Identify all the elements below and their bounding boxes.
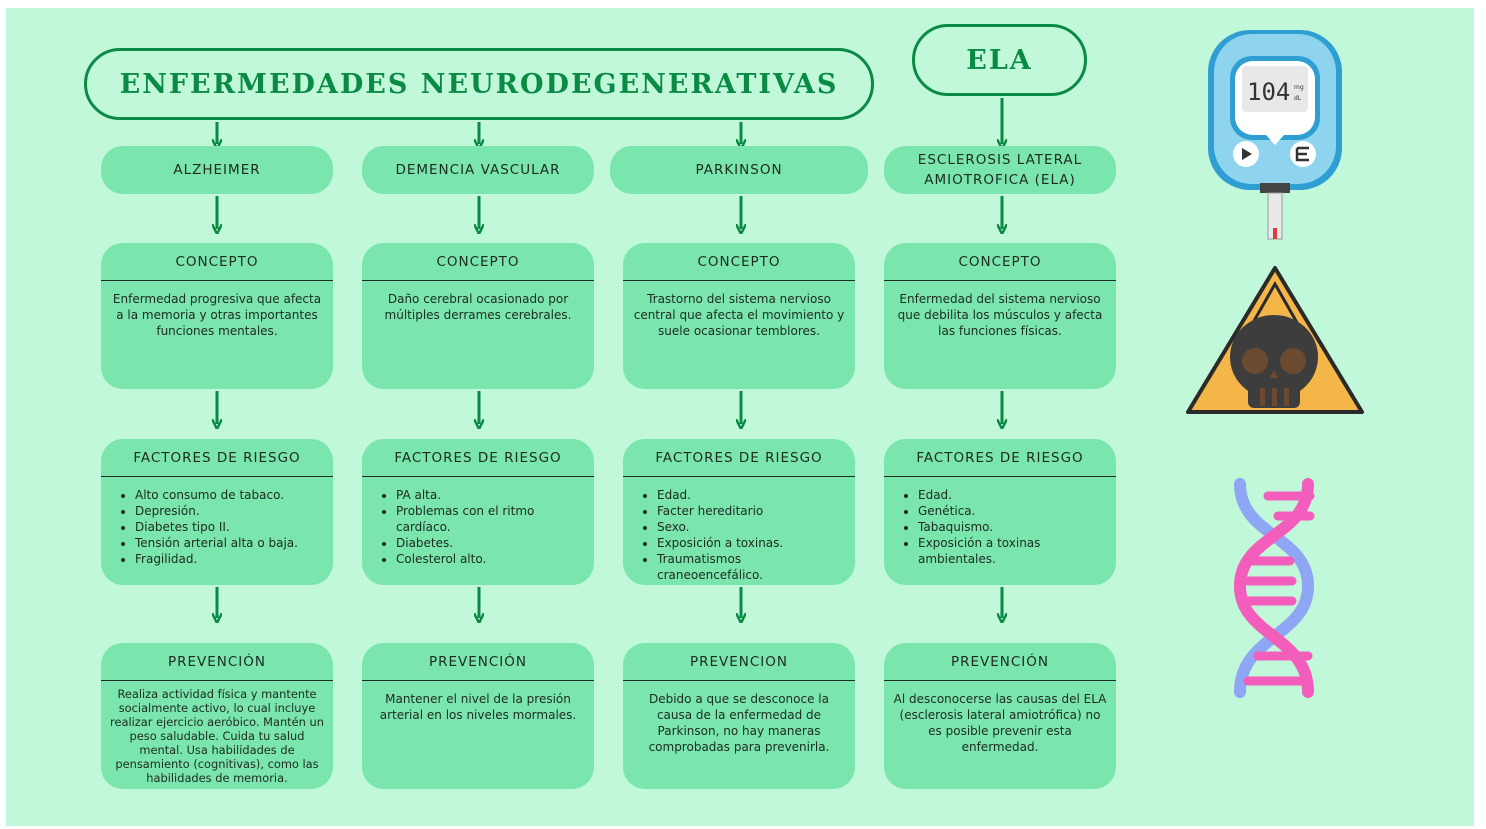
glucometer-icon: 104 mg dL [1208, 30, 1342, 240]
risk-list: PA alta. Problemas con el ritmo cardíaco… [370, 487, 586, 567]
concept-card-ela: CONCEPTO Enfermedad del sistema nervioso… [884, 243, 1116, 389]
disease-name-ela: ESCLEROSIS LATERAL AMIOTROFICA (ELA) [884, 146, 1116, 194]
glucometer-unit-top: mg [1294, 84, 1304, 91]
prevention-card-alzheimer: PREVENCIÓN Realiza actividad física y ma… [101, 643, 333, 789]
risk-list: Edad. Genética. Tabaquismo. Exposición a… [892, 487, 1108, 567]
risk-card-ela: FACTORES DE RIESGO Edad. Genética. Tabaq… [884, 439, 1116, 585]
prevention-title: PREVENCIÓN [101, 643, 333, 681]
risk-item: Tensión arterial alta o baja. [135, 535, 325, 551]
risk-title: FACTORES DE RIESGO [884, 439, 1116, 477]
risk-item: Exposición a toxinas ambientales. [918, 535, 1108, 567]
risk-item: PA alta. [396, 487, 586, 503]
ela-title: ELA [966, 44, 1033, 76]
prevention-title: PREVENCIÓN [884, 643, 1116, 681]
risk-item: Diabetes. [396, 535, 586, 551]
risk-card-parkinson: FACTORES DE RIESGO Edad. Facter heredita… [623, 439, 855, 585]
risk-item: Edad. [657, 487, 847, 503]
concept-title: CONCEPTO [623, 243, 855, 281]
prevention-text: Al desconocerse las causas del ELA (escl… [893, 692, 1107, 754]
risk-title: FACTORES DE RIESGO [362, 439, 594, 477]
risk-item: Alto consumo de tabaco. [135, 487, 325, 503]
risk-title: FACTORES DE RIESGO [623, 439, 855, 477]
concept-text: Enfermedad del sistema nervioso que debi… [897, 292, 1103, 338]
concept-card-demencia-vascular: CONCEPTO Daño cerebral ocasionado por mú… [362, 243, 594, 389]
disease-name-parkinson: PARKINSON [610, 146, 868, 194]
concept-title: CONCEPTO [884, 243, 1116, 281]
prevention-card-ela: PREVENCIÓN Al desconocerse las causas de… [884, 643, 1116, 789]
concept-text: Trastorno del sistema nervioso central q… [633, 292, 845, 338]
risk-item: Tabaquismo. [918, 519, 1108, 535]
prevention-text: Mantener el nivel de la presión arterial… [379, 692, 577, 722]
risk-item: Facter hereditario [657, 503, 847, 519]
main-title: ENFERMEDADES NEURODEGENERATIVAS [119, 68, 839, 100]
prevention-card-parkinson: PREVENCION Debido a que se desconoce la … [623, 643, 855, 789]
ela-title-pill: ELA [912, 24, 1087, 96]
prevention-title: PREVENCION [623, 643, 855, 681]
concept-title: CONCEPTO [362, 243, 594, 281]
main-title-pill: ENFERMEDADES NEURODEGENERATIVAS [84, 48, 874, 120]
risk-item: Edad. [918, 487, 1108, 503]
risk-title: FACTORES DE RIESGO [101, 439, 333, 477]
glucometer-unit-bottom: dL [1294, 95, 1302, 102]
prevention-text: Debido a que se desconoce la causa de la… [648, 692, 830, 754]
risk-item: Traumatismos craneoencefálico. [657, 551, 847, 583]
risk-list: Edad. Facter hereditario Sexo. Exposició… [631, 487, 847, 583]
concept-card-alzheimer: CONCEPTO Enfermedad progresiva que afect… [101, 243, 333, 389]
risk-item: Exposición a toxinas. [657, 535, 847, 551]
risk-list: Alto consumo de tabaco. Depresión. Diabe… [109, 487, 325, 567]
risk-item: Problemas con el ritmo cardíaco. [396, 503, 586, 535]
prevention-card-demencia-vascular: PREVENCIÓN Mantener el nivel de la presi… [362, 643, 594, 789]
skull-warning-icon [1186, 266, 1364, 414]
risk-item: Colesterol alto. [396, 551, 586, 567]
concept-title: CONCEPTO [101, 243, 333, 281]
disease-name-alzheimer: ALZHEIMER [101, 146, 333, 194]
risk-item: Fragilidad. [135, 551, 325, 567]
prevention-title: PREVENCIÓN [362, 643, 594, 681]
glucometer-reading: 104 [1247, 78, 1290, 106]
concept-text: Daño cerebral ocasionado por múltiples d… [384, 292, 572, 322]
risk-card-demencia-vascular: FACTORES DE RIESGO PA alta. Problemas co… [362, 439, 594, 585]
disease-name-demencia-vascular: DEMENCIA VASCULAR [362, 146, 594, 194]
dna-icon [1233, 478, 1315, 698]
concept-text: Enfermedad progresiva que afecta a la me… [112, 292, 322, 338]
concept-card-parkinson: CONCEPTO Trastorno del sistema nervioso … [623, 243, 855, 389]
risk-card-alzheimer: FACTORES DE RIESGO Alto consumo de tabac… [101, 439, 333, 585]
risk-item: Diabetes tipo II. [135, 519, 325, 535]
risk-item: Sexo. [657, 519, 847, 535]
risk-item: Genética. [918, 503, 1108, 519]
risk-item: Depresión. [135, 503, 325, 519]
prevention-text: Realiza actividad física y mantente soci… [110, 687, 324, 785]
